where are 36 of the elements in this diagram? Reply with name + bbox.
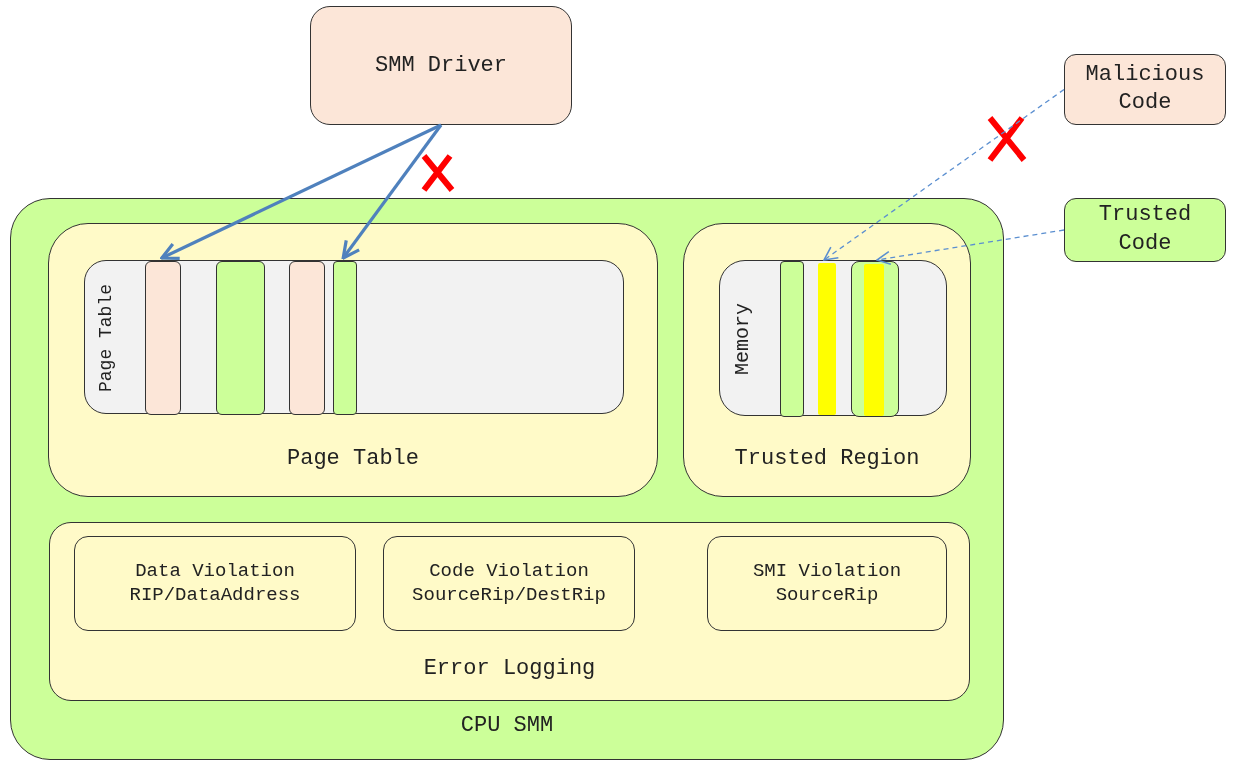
section-panel: [683, 223, 971, 497]
log-box: [707, 536, 947, 631]
arrow: [341, 124, 443, 260]
memory-bar: [864, 264, 884, 416]
entry-bar: [289, 261, 325, 415]
node-label: Memory: [730, 303, 755, 375]
node-label: Error Logging: [422, 655, 597, 684]
memory-bar: [818, 263, 836, 415]
memory-bar: [780, 261, 804, 417]
node-label: Page Table: [286, 445, 420, 474]
source-box: [1064, 54, 1226, 125]
source-box: [1064, 198, 1226, 262]
node-label: CPU SMM: [459, 712, 555, 741]
log-box: [383, 536, 635, 631]
entry-bar: [145, 261, 181, 415]
node-label: Trusted Code: [1097, 201, 1193, 258]
section-panel: [48, 223, 658, 497]
log-box: [74, 536, 356, 631]
node-label: SMI Violation SourceRip: [751, 558, 903, 609]
node-label: SMM Driver: [374, 51, 508, 80]
arrow: [876, 229, 1065, 266]
arrow: [160, 123, 442, 260]
memory-bar: [851, 261, 899, 417]
node-label: Page Table: [95, 283, 117, 392]
table-box: [84, 260, 624, 414]
entry-bar: [216, 261, 265, 415]
container-panel: [10, 198, 1004, 760]
section-panel: [49, 522, 970, 701]
process-box: [310, 6, 572, 125]
node-label: Malicious Code: [1084, 60, 1206, 118]
node-label: Code Violation SourceRip/DestRip: [411, 558, 607, 609]
node-label: Data Violation RIP/DataAddress: [128, 558, 302, 609]
entry-bar: [333, 261, 357, 415]
node-label: Trusted Region: [733, 445, 921, 474]
arrow: [823, 88, 1065, 261]
memory-box: [719, 260, 947, 416]
